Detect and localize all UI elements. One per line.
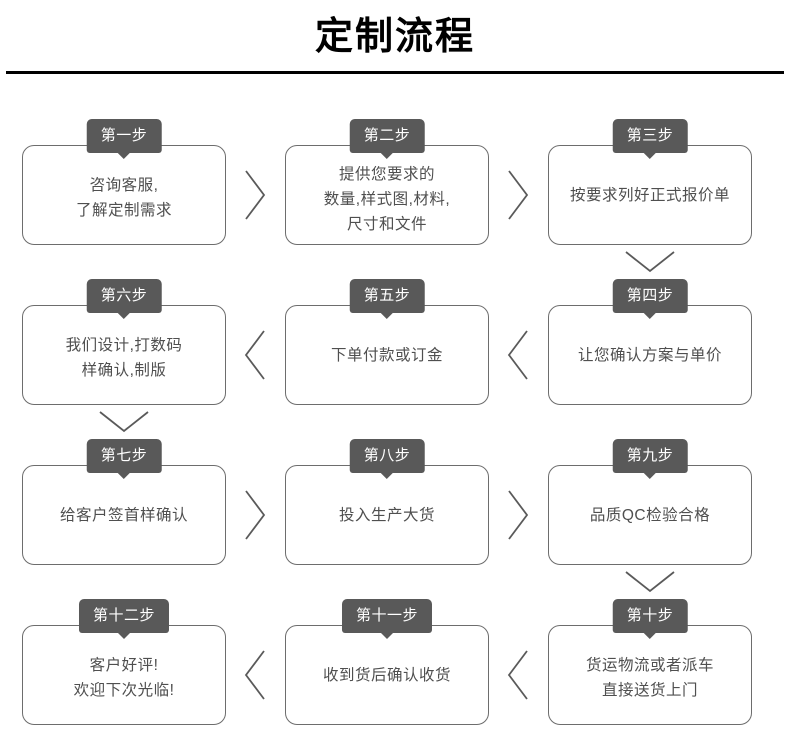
step-description: 投入生产大货	[286, 466, 488, 564]
step-description: 让您确认方案与单价	[549, 306, 751, 404]
step-description-line: 尺寸和文件	[346, 215, 427, 233]
step-number-tab: 第十一步	[341, 599, 433, 633]
title-area: 定制流程	[0, 0, 790, 78]
step-number-tab: 第七步	[86, 439, 162, 473]
flow-step-9: 第九步品质QC检验合格	[548, 439, 752, 565]
title-divider	[6, 71, 784, 74]
step-number-tab: 第十步	[612, 599, 688, 633]
step-description-line: 投入生产大货	[338, 506, 435, 524]
step-description: 按要求列好正式报价单	[549, 146, 751, 244]
flow-step-3: 第三步按要求列好正式报价单	[548, 119, 752, 245]
flow-step-12: 第十二步客户好评! 欢迎下次光临!	[22, 599, 226, 725]
step-number-tab: 第十二步	[78, 599, 170, 633]
flow-step-6: 第六步我们设计,打数码样确认,制版	[22, 279, 226, 405]
step-description-line: 下单付款或订金	[330, 346, 443, 364]
chevron-down-step9-step10	[622, 568, 678, 596]
chevron-right-step7-step8	[242, 487, 268, 543]
step-description-line: 咨询客服,	[89, 177, 159, 194]
step-description-line: 提供您要求的	[338, 165, 435, 183]
step-number-tab: 第五步	[349, 279, 425, 313]
flowchart: 第一步咨询客服, 了解定制需求 第二步提供您要求的数量,样式图,材料, 尺寸和文件 第三…	[0, 78, 790, 754]
step-number-tab: 第九步	[612, 439, 688, 473]
step-description-line: 让您确认方案与单价	[577, 346, 722, 364]
flow-step-8: 第八步投入生产大货	[285, 439, 489, 565]
step-description: 品质QC检验合格	[549, 466, 751, 564]
step-description-line: 直接送货上门	[601, 682, 698, 699]
step-description: 下单付款或订金	[286, 306, 488, 404]
step-number-tab: 第六步	[86, 279, 162, 313]
flow-step-2: 第二步提供您要求的数量,样式图,材料, 尺寸和文件	[285, 119, 489, 245]
step-description: 我们设计,打数码样确认,制版	[23, 306, 225, 404]
step-description: 收到货后确认收货	[286, 626, 488, 724]
step-description-line: 货运物流或者派车	[585, 657, 714, 674]
step-description-line: 给客户签首样确认	[59, 506, 188, 524]
flow-step-1: 第一步咨询客服, 了解定制需求	[22, 119, 226, 245]
flow-step-11: 第十一步收到货后确认收货	[285, 599, 489, 725]
flow-step-5: 第五步下单付款或订金	[285, 279, 489, 405]
step-description: 提供您要求的数量,样式图,材料, 尺寸和文件	[286, 146, 488, 244]
step-description: 货运物流或者派车直接送货上门	[549, 626, 751, 724]
step-description-line: 品质QC检验合格	[589, 506, 711, 524]
chevron-left-step5-step6	[242, 327, 268, 383]
chevron-left-step4-step5	[505, 327, 531, 383]
chevron-right-step1-step2	[242, 167, 268, 223]
chevron-down-step3-step4	[622, 248, 678, 276]
chevron-left-step10-step11	[505, 647, 531, 703]
step-description-line: 了解定制需求	[75, 202, 172, 219]
step-description-line: 按要求列好正式报价单	[569, 186, 730, 204]
step-description-line: 客户好评!	[89, 657, 159, 674]
step-description-line: 收到货后确认收货	[322, 666, 451, 684]
step-description-line: 我们设计,打数码	[65, 337, 183, 354]
step-number-tab: 第二步	[349, 119, 425, 153]
step-number-tab: 第八步	[349, 439, 425, 473]
flow-step-4: 第四步让您确认方案与单价	[548, 279, 752, 405]
chevron-left-step11-step12	[242, 647, 268, 703]
step-description: 给客户签首样确认	[23, 466, 225, 564]
flow-step-7: 第七步给客户签首样确认	[22, 439, 226, 565]
chevron-down-step6-step7	[96, 408, 152, 436]
chevron-right-step8-step9	[505, 487, 531, 543]
step-description-line: 欢迎下次光临!	[73, 682, 175, 699]
step-description-line: 数量,样式图,材料,	[323, 190, 451, 208]
step-number-tab: 第三步	[612, 119, 688, 153]
flow-step-10: 第十步货运物流或者派车直接送货上门	[548, 599, 752, 725]
step-description: 客户好评! 欢迎下次光临!	[23, 626, 225, 724]
step-description-line: 样确认,制版	[81, 362, 167, 379]
step-description: 咨询客服, 了解定制需求	[23, 146, 225, 244]
chevron-right-step2-step3	[505, 167, 531, 223]
page-title: 定制流程	[314, 16, 475, 58]
step-number-tab: 第四步	[612, 279, 688, 313]
step-number-tab: 第一步	[86, 119, 162, 153]
